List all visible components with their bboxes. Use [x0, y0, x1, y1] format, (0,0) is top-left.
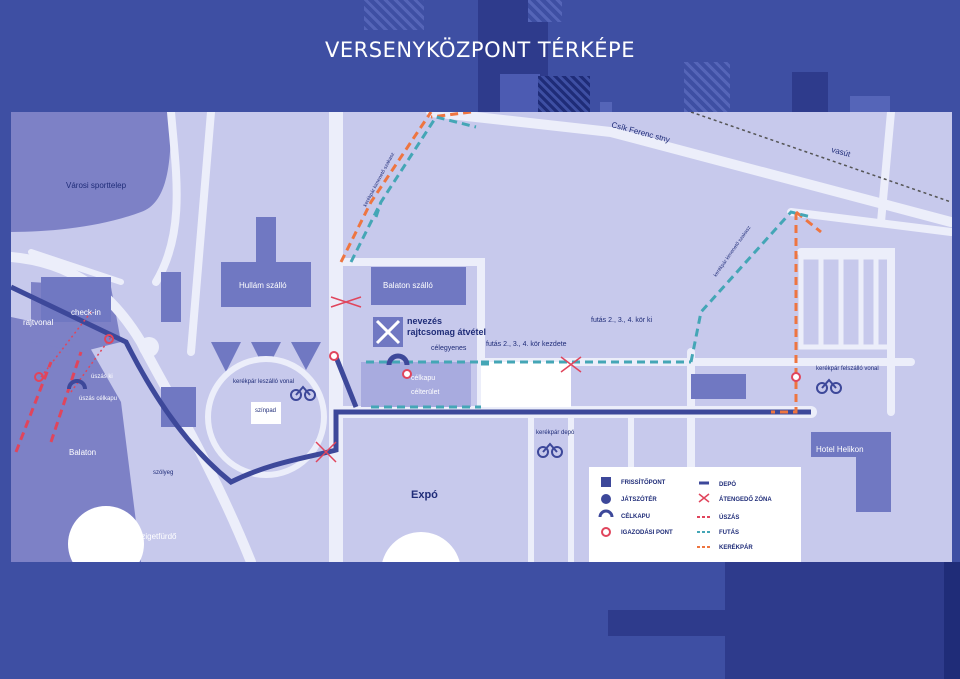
- decor-block: [944, 562, 960, 679]
- legend-panel: [589, 467, 801, 562]
- label-expo: Expó: [411, 489, 438, 501]
- decor-stripes: [538, 76, 590, 112]
- railway: [690, 112, 952, 203]
- label-szigetfurdo: Szigetfürdő: [136, 532, 177, 541]
- alignment-point: [329, 351, 339, 361]
- szigetfurdo-circle: [68, 506, 144, 562]
- decor-block: [500, 74, 540, 112]
- label-szinpad: színpad: [255, 408, 276, 414]
- decor-block: [792, 72, 828, 112]
- race-center-map: Városi sporttelep Hullám szálló Balaton …: [11, 112, 952, 562]
- legend-kerekpar: KERÉKPÁR: [719, 543, 753, 551]
- roundabout: [139, 337, 159, 357]
- label-nevezes: nevezés: [407, 316, 442, 326]
- alignment-point: [402, 369, 412, 379]
- parking-lot: [798, 254, 894, 350]
- label-hullam-szallo: Hullám szálló: [239, 281, 287, 290]
- expo-circle: [382, 532, 460, 562]
- legend-celkapu: CÉLKAPU: [621, 512, 650, 520]
- label-check-in: check-in: [71, 308, 101, 317]
- decor-stripes: [364, 0, 424, 30]
- decor-stripes: [528, 0, 562, 22]
- label-rajtcsomag-atvetel: rajtcsomag átvétel: [407, 327, 486, 337]
- legend-frissitopont: FRISSÍTŐPONT: [621, 478, 666, 486]
- stage: [251, 402, 281, 424]
- finish-gate-icon: [598, 509, 614, 518]
- bike-icon: [290, 378, 842, 458]
- legend-uszas: ÚSZÁS: [719, 514, 739, 521]
- legend-futas: FUTÁS: [719, 529, 739, 536]
- label-futas-kor-ki: futás 2., 3., 4. kör ki: [591, 317, 653, 324]
- legend-jatszoter: JÁTSZÓTÉR: [621, 495, 657, 503]
- label-uszas-ki: úszás ki: [91, 374, 113, 380]
- route-connector: [333, 356, 359, 408]
- swim-finish-arch-icon: [67, 379, 87, 390]
- label-kerekpar-kimeneto-szakasz-right: kerékpár kimenető szakasz: [713, 225, 753, 278]
- legend-igazodasi-pont: IGAZODÁSI PONT: [621, 529, 673, 536]
- bike-route: [339, 112, 822, 414]
- playground-icon: [601, 494, 611, 504]
- label-kerekpar-leszallo-vonal: kerékpár leszálló vonal: [233, 379, 294, 385]
- label-kerekpar-kimeneto-szakasz-left: kerékpár kimenető szakasz: [362, 151, 396, 208]
- label-kerekpar-felszallo-vonal: kerékpár felszálló vonal: [816, 366, 879, 372]
- label-varosi-sporttelep: Városi sporttelep: [66, 181, 127, 190]
- alignment-point-icon: [601, 527, 611, 537]
- label-hotel-helikon: Hotel Helikon: [816, 445, 864, 454]
- run-route: [349, 115, 812, 409]
- refresh-point-icon: [601, 477, 611, 487]
- registration-x-icon: [375, 319, 401, 345]
- label-celterulet: célterület: [411, 389, 439, 396]
- decor-block: [600, 102, 612, 112]
- label-uszas-celkapu: úszás célkapu: [79, 396, 117, 402]
- label-futas-kor-kezdete: futás 2., 3., 4. kör kezdete: [486, 341, 567, 348]
- transition-zone-icon: [698, 493, 710, 503]
- alignment-point: [791, 372, 801, 382]
- label-vasut: vasút: [830, 145, 852, 159]
- swim-route: [14, 351, 83, 453]
- decor-stripes: [684, 62, 730, 112]
- lake-balaton: [11, 112, 171, 232]
- label-kerekpar-depo: kerékpár depó: [536, 430, 575, 436]
- label-celegyenes: célegyenes: [431, 345, 467, 352]
- decor-block: [725, 562, 960, 679]
- label-szolyeg: szólyeg: [153, 470, 173, 476]
- finish-arch-icon: [386, 353, 410, 366]
- finish-area: [361, 362, 471, 407]
- map-canvas: Városi sporttelep Hullám szálló Balaton …: [11, 112, 952, 562]
- label-rajtvonal: rajtvonal: [23, 318, 53, 327]
- label-celkapu: célkapu: [411, 375, 435, 382]
- swim-alignment-point: [34, 372, 44, 382]
- label-balaton: Balaton: [69, 448, 96, 457]
- legend-depo: DEPÓ: [719, 480, 736, 488]
- crossing-markers: [315, 296, 582, 463]
- decor-block: [850, 96, 890, 112]
- legend-atengedo-zona: ÁTENGEDŐ ZÓNA: [719, 495, 772, 503]
- refresh-area: [481, 362, 571, 407]
- buildings: [41, 217, 891, 512]
- decor-block: [608, 610, 728, 636]
- page-title: VERSENYKÖZPONT TÉRKÉPE: [325, 38, 635, 62]
- swim-alignment-point: [104, 334, 114, 344]
- main-route: [11, 284, 811, 485]
- label-balaton-szallo: Balaton szálló: [383, 281, 433, 290]
